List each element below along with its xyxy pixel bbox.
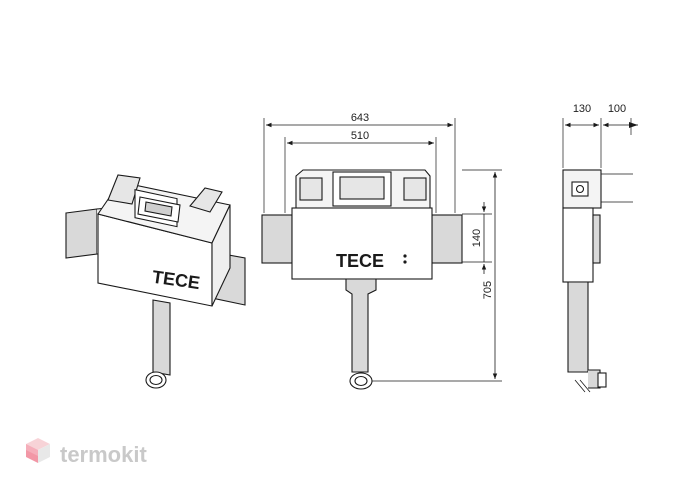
dimension-bracket-height [462, 202, 492, 274]
watermark-logo-icon [26, 438, 50, 463]
drain-pipe-front [345, 278, 377, 390]
watermark: termokit [26, 438, 147, 467]
drain-pipe-iso [145, 299, 171, 389]
isometric-view [65, 174, 246, 389]
cistern-side-iso [211, 204, 231, 307]
brand-logo-front: TECE [336, 251, 384, 271]
label-side-depth-2: 100 [608, 103, 626, 115]
label-total-height: 705 [482, 281, 494, 299]
label-bracket-height: 140 [471, 229, 483, 247]
side-drain-pipe [567, 281, 607, 393]
dimension-total-height [372, 169, 502, 382]
label-overall-width: 643 [351, 112, 369, 124]
right-bracket-front [431, 214, 463, 264]
dimension-overall-width [263, 118, 456, 213]
logo-dot-1 [403, 254, 407, 258]
dimension-inner-width [284, 137, 437, 213]
cistern-body-front [291, 207, 433, 280]
label-side-depth-1: 130 [573, 103, 591, 115]
side-bracket [592, 214, 601, 264]
left-bracket-front [261, 214, 293, 264]
front-view [261, 118, 502, 390]
label-inner-width: 510 [351, 130, 369, 142]
side-body [562, 207, 594, 283]
dimension-side-depth [562, 118, 638, 168]
watermark-text: termokit [60, 442, 147, 467]
side-view [562, 118, 638, 393]
logo-dot-2 [403, 260, 407, 264]
